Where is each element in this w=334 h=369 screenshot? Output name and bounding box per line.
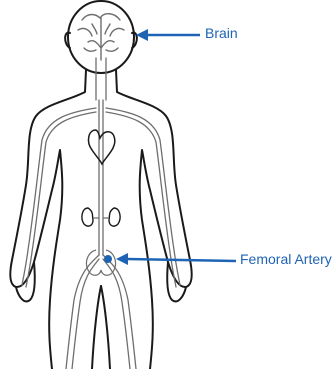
- left-kidney: [82, 208, 93, 226]
- brain: [78, 14, 124, 60]
- left-body-contour: [10, 70, 86, 369]
- heart: [89, 130, 115, 164]
- right-body-contour: [116, 70, 192, 369]
- brain-label: Brain: [205, 25, 238, 41]
- femoral-artery-marker: [104, 255, 112, 263]
- inner-right-leg: [101, 286, 110, 369]
- right-kidney: [109, 208, 120, 226]
- femoral-arrow: [124, 259, 236, 261]
- femoral-artery-label: Femoral Artery: [240, 251, 332, 267]
- femoral-arrowhead: [116, 253, 128, 265]
- inner-left-leg: [92, 286, 101, 369]
